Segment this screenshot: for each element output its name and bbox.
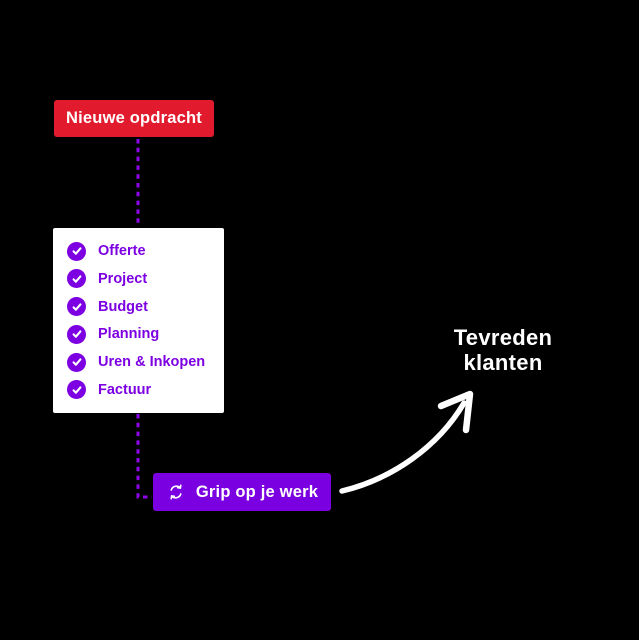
checklist-item-label: Budget bbox=[98, 298, 148, 315]
curved-arrow-head bbox=[437, 390, 474, 434]
process-node-label: Grip op je werk bbox=[195, 482, 319, 501]
sync-icon bbox=[166, 482, 186, 502]
checklist-item-label: Planning bbox=[98, 326, 160, 343]
checklist-item: Planning bbox=[67, 322, 224, 346]
start-node-label: Nieuwe opdracht bbox=[66, 109, 202, 127]
checklist-item: Offerte bbox=[67, 239, 224, 263]
start-node-button[interactable]: Nieuwe opdracht bbox=[54, 100, 214, 137]
checklist-item: Uren & Inkopen bbox=[67, 350, 224, 374]
dashed-connector-bottom bbox=[136, 414, 152, 499]
result-text-line2: klanten bbox=[463, 350, 543, 375]
checklist-card: Offerte Project Budget Planning Uren & I… bbox=[53, 228, 224, 413]
checklist-item-label: Offerte bbox=[98, 243, 146, 259]
checklist-item: Factuur bbox=[67, 378, 224, 402]
check-icon bbox=[67, 269, 86, 289]
check-icon bbox=[67, 352, 86, 372]
checklist-item: Project bbox=[67, 267, 224, 291]
check-icon bbox=[67, 297, 86, 317]
checklist-item-label: Uren & Inkopen bbox=[98, 354, 206, 371]
check-icon bbox=[67, 241, 86, 261]
result-text: Tevreden klanten bbox=[432, 325, 574, 375]
checklist-item: Budget bbox=[67, 295, 224, 319]
checklist-item-label: Factuur bbox=[98, 381, 152, 398]
result-text-line1: Tevreden bbox=[453, 325, 553, 350]
curved-arrow bbox=[339, 400, 467, 494]
process-node-button[interactable]: Grip op je werk bbox=[153, 473, 331, 511]
check-icon bbox=[67, 324, 86, 344]
check-icon bbox=[67, 380, 86, 400]
checklist-item-label: Project bbox=[98, 270, 148, 287]
